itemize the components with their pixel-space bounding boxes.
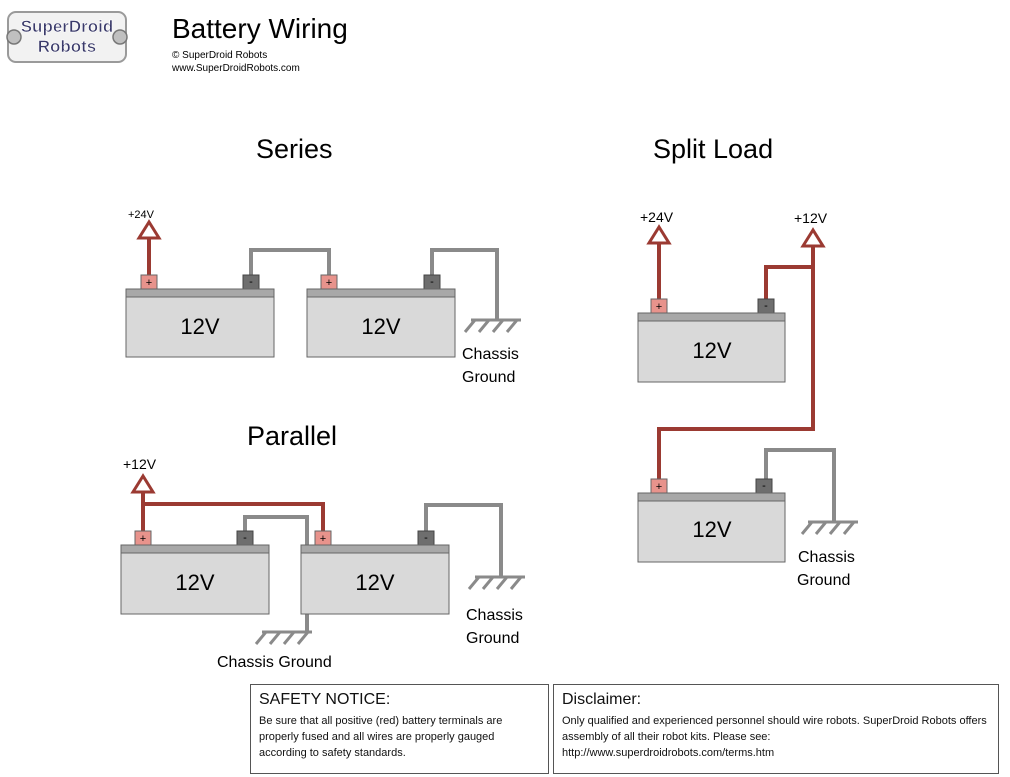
safety-notice-title: SAFETY NOTICE: [259, 691, 391, 708]
split-output-high-label: +24V [640, 209, 674, 225]
split-ground-label-1: Chassis [798, 549, 855, 566]
svg-text:-: - [764, 300, 768, 312]
disclaimer-body: Only qualified and experienced personnel… [562, 715, 987, 743]
svg-text:-: - [249, 276, 253, 288]
disclaimer-title: Disclaimer: [562, 691, 642, 708]
copyright-text: © SuperDroid Robots [172, 50, 267, 61]
safety-notice: SAFETY NOTICE: Be sure that all positive… [250, 684, 549, 774]
superdroid-logo: SuperDroid Robots [6, 11, 128, 63]
battery: + - 12V [125, 274, 275, 358]
battery-label: 12V [175, 570, 214, 595]
svg-text:+: + [656, 301, 662, 313]
svg-text:+: + [140, 533, 146, 545]
battery: + - 12V [637, 478, 786, 563]
svg-text:+: + [656, 481, 662, 493]
section-title-split-load: Split Load [653, 134, 773, 164]
logo-line1: SuperDroid [21, 17, 114, 36]
series-ground-label-2: Ground [462, 369, 515, 386]
battery: + - 12V [306, 274, 456, 358]
split-output-low-label: +12V [794, 210, 828, 226]
parallel-output-label: +12V [123, 456, 157, 472]
safety-notice-body: Be sure that all positive (red) battery … [259, 715, 503, 759]
logo-line2: Robots [38, 37, 97, 56]
battery: + - 12V [120, 530, 270, 615]
battery-label: 12V [692, 517, 731, 542]
svg-text:-: - [424, 532, 428, 544]
section-title-parallel: Parallel [247, 421, 337, 451]
split-ground-label-2: Ground [797, 572, 850, 589]
page-title: Battery Wiring [172, 13, 348, 44]
website-text: www.SuperDroidRobots.com [171, 63, 300, 74]
battery: + - 12V [300, 530, 450, 615]
battery-label: 12V [692, 338, 731, 363]
svg-text:-: - [762, 480, 766, 492]
series-circuit: + - 12V + - 12V +24V Chassis Ground [125, 209, 523, 386]
disclaimer-link[interactable]: http://www.superdroidrobots.com/terms.ht… [562, 747, 775, 759]
battery-label: 12V [180, 314, 219, 339]
series-ground-label-1: Chassis [462, 346, 519, 363]
svg-text:+: + [320, 533, 326, 545]
svg-text:+: + [326, 277, 332, 289]
split-load-circuit: + - 12V + - 12V +24V +12V Chassis Ground [637, 209, 860, 589]
parallel-ground-label: Chassis Ground [217, 654, 332, 671]
svg-text:-: - [243, 532, 247, 544]
battery: + - 12V [637, 298, 786, 383]
disclaimer-notice: Disclaimer: Only qualified and experienc… [553, 684, 999, 774]
parallel-ground-label-2: Ground [466, 630, 519, 647]
section-title-series: Series [256, 134, 333, 164]
svg-text:-: - [430, 276, 434, 288]
series-output-label: +24V [128, 209, 155, 221]
battery-label: 12V [355, 570, 394, 595]
parallel-circuit: + - 12V + - 12V +12V Chassis Ground Chas… [120, 456, 527, 671]
svg-text:+: + [146, 277, 152, 289]
battery-label: 12V [361, 314, 400, 339]
parallel-ground-label-1: Chassis [466, 607, 523, 624]
